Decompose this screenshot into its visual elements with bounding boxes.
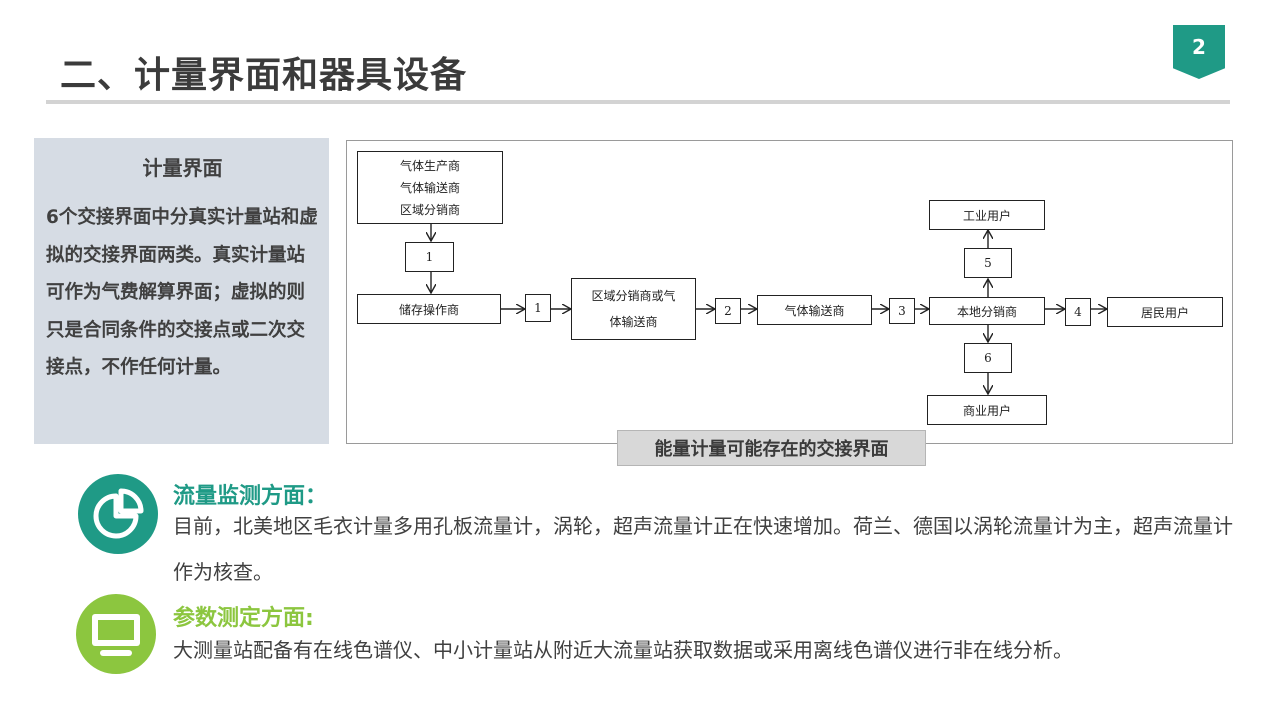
point-6: 6	[964, 343, 1012, 373]
commercial-user-node: 商业用户	[927, 395, 1047, 425]
point-2: 2	[715, 298, 741, 324]
producer-line-3: 区域分销商	[399, 203, 460, 217]
flow-section-title: 流量监测方面：	[173, 484, 328, 509]
local-distributor-node: 本地分销商	[929, 297, 1045, 325]
monitor-icon	[76, 594, 156, 674]
panel-heading: 计量界面	[142, 156, 223, 180]
producer-node: 气体生产商 气体输送商 区域分销商	[357, 151, 503, 224]
diagram-caption: 能量计量可能存在的交接界面	[617, 430, 926, 466]
regional-distributor-node: 区域分销商或气体输送商	[571, 278, 696, 340]
industrial-user-node: 工业用户	[929, 200, 1045, 230]
param-section-body: 大测量站配备有在线色谱仪、中小计量站从附近大流量站获取数据或采用离线色谱仪进行非…	[173, 638, 1073, 662]
interface-flow-diagram: 气体生产商 气体输送商 区域分销商 1 储存操作商 1 区域分销商或气体输送商 …	[346, 140, 1233, 444]
point-1a: 1	[405, 242, 454, 272]
producer-line-2: 气体输送商	[399, 181, 460, 195]
point-3: 3	[889, 298, 915, 324]
residential-user-node: 居民用户	[1107, 297, 1223, 327]
gas-transporter-node: 气体输送商	[757, 295, 872, 325]
storage-operator-node: 储存操作商	[357, 294, 501, 324]
point-5: 5	[964, 248, 1012, 278]
diagram-connectors	[347, 223, 1234, 445]
flow-section-body: 目前，北美地区毛衣计量多用孔板流量计，涡轮，超声流量计正在快速增加。荷兰、德国以…	[173, 514, 1233, 584]
pie-chart-icon	[78, 474, 158, 554]
page-number-badge: 2	[1173, 25, 1225, 79]
param-section-title: 参数测定方面:	[173, 606, 314, 631]
producer-line-1: 气体生产商	[399, 159, 460, 173]
point-1b: 1	[525, 294, 551, 322]
page-title: 二、计量界面和器具设备	[60, 55, 468, 96]
title-divider	[46, 100, 1230, 104]
panel-body: 6个交接界面中分真实计量站和虚拟的交接界面两类。真实计量站可作为气费解算界面；虚…	[46, 207, 318, 378]
point-4: 4	[1065, 298, 1091, 326]
metering-interface-panel: 计量界面 6个交接界面中分真实计量站和虚拟的交接界面两类。真实计量站可作为气费解…	[34, 138, 329, 444]
